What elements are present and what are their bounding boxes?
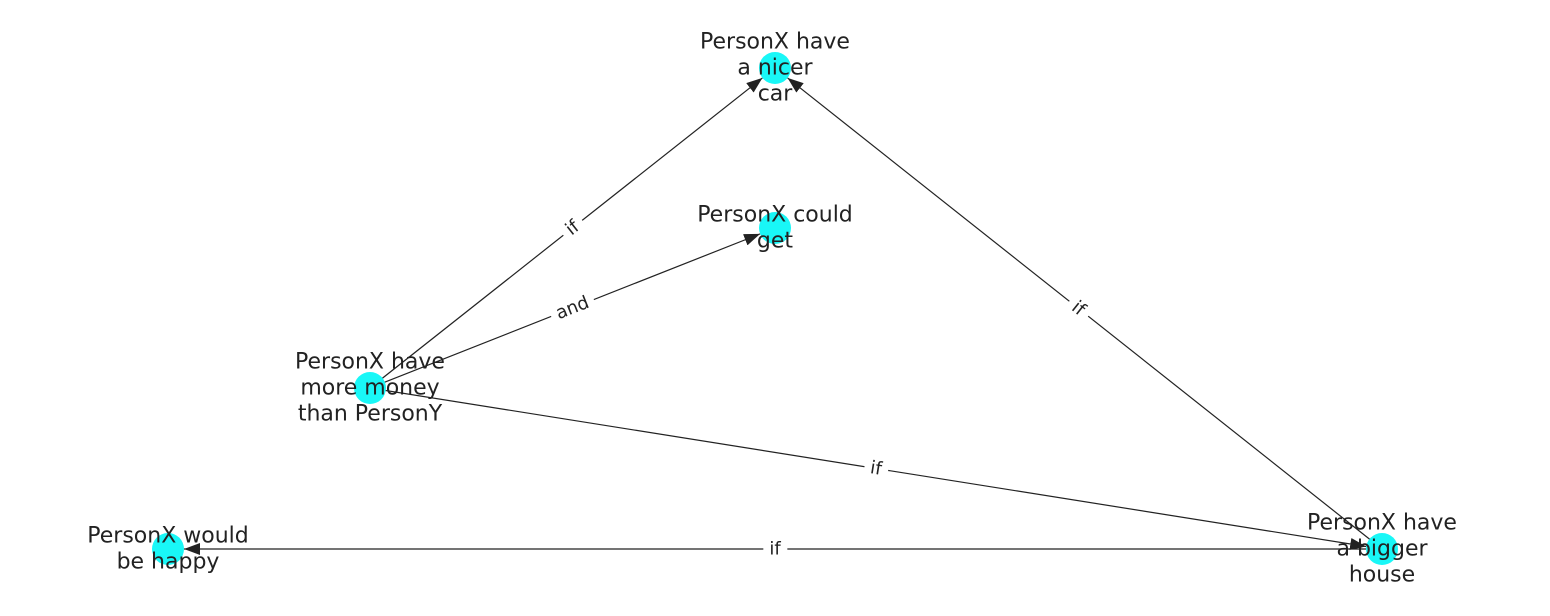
node-label-line: PersonX have xyxy=(700,30,850,55)
edge-label-background xyxy=(546,287,599,329)
node-label-line: get xyxy=(757,229,794,254)
node-house xyxy=(1366,533,1398,565)
edge-label-background xyxy=(554,209,591,246)
node-happy xyxy=(152,533,184,565)
node-money xyxy=(354,372,386,404)
node-label-line: car xyxy=(758,82,794,107)
edge-label-group-4: if xyxy=(763,535,788,563)
node-label-line: PersonX could xyxy=(697,203,853,228)
node-label-line: PersonX have xyxy=(1307,511,1457,536)
node-label-line: more money xyxy=(300,376,439,401)
edge-label-background xyxy=(862,453,891,484)
node-label-line: a nicer xyxy=(737,56,813,81)
edge-label: if xyxy=(769,539,781,560)
node-label-line: house xyxy=(1349,563,1415,588)
edge-label: if xyxy=(869,457,884,480)
node-label-line: PersonX would xyxy=(87,524,248,549)
nodes-layer xyxy=(152,52,1398,565)
node-label-line: a bigger xyxy=(1336,537,1428,562)
node-get xyxy=(759,212,791,244)
node-label-line: PersonX have xyxy=(295,350,445,375)
node-label-line: be happy xyxy=(117,550,220,575)
node-label-line: than PersonY xyxy=(298,402,443,427)
node-car xyxy=(759,52,791,84)
edge-label-group-2: if xyxy=(862,453,891,484)
edge-label-background xyxy=(1060,290,1097,327)
edge-label-background xyxy=(763,535,788,563)
edge-label-group-0: if xyxy=(554,209,591,246)
edge-label: and xyxy=(553,292,592,324)
edge-label-group-3: if xyxy=(1060,290,1097,327)
edges-layer: if and if if if xyxy=(184,77,1383,563)
edge-label-group-1: and xyxy=(546,287,599,329)
